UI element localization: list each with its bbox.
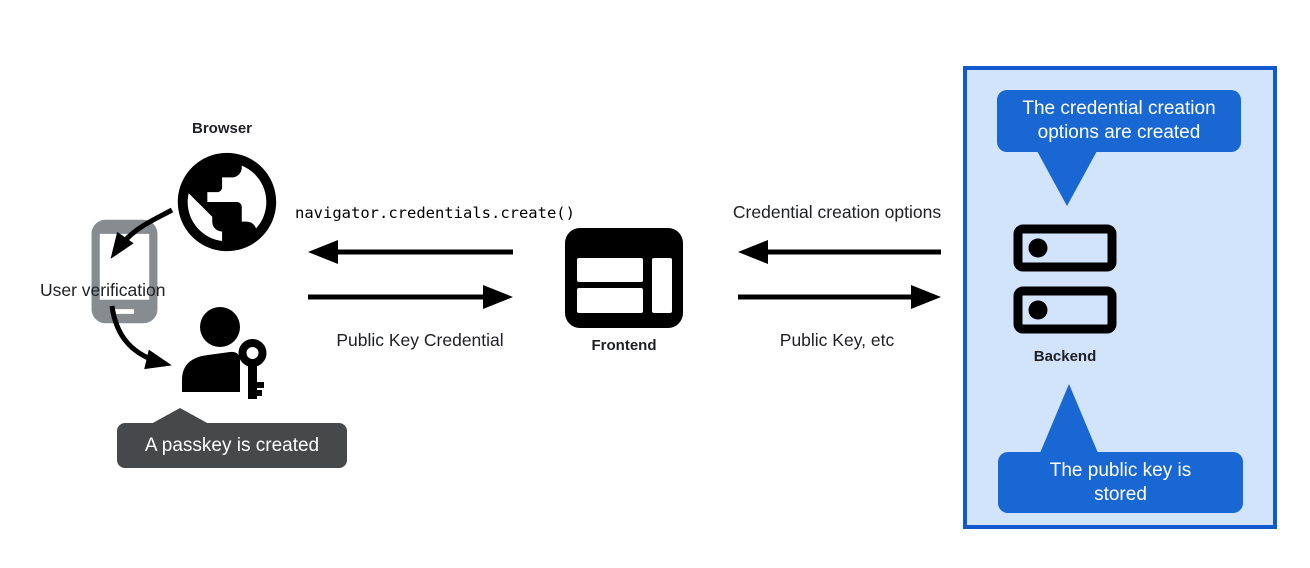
public-key-etc-label: Public Key, etc <box>779 330 895 350</box>
callout-pointer-down <box>1037 151 1097 206</box>
public-key-stored-callout-text: The public key is stored <box>1049 459 1192 505</box>
browser-window-icon <box>565 228 683 328</box>
arrow-credential-creation-options <box>738 240 941 264</box>
globe-icon <box>177 152 277 252</box>
backend-panel: The credential creation options are crea… <box>963 66 1277 529</box>
credential-creation-options-label: Credential creation options <box>732 202 942 222</box>
browser-label: Browser <box>191 120 253 137</box>
user-verification-label: User verification <box>40 280 166 300</box>
passkey-created-tooltip-text: A passkey is created <box>144 434 320 456</box>
smartphone-icon <box>91 219 158 324</box>
arrow-public-key-etc <box>738 285 941 309</box>
server-icon <box>1013 224 1117 334</box>
tooltip-pointer <box>151 408 209 424</box>
public-key-credential-label: Public Key Credential <box>336 330 504 350</box>
arrow-create-call <box>308 240 513 264</box>
navigator-create-call-label: navigator.credentials.create() <box>295 204 575 222</box>
credential-options-callout-text: The credential creation options are crea… <box>1022 98 1216 143</box>
frontend-label: Frontend <box>591 337 657 354</box>
backend-label: Backend <box>1033 348 1097 365</box>
credential-options-callout: The credential creation options are crea… <box>997 90 1241 206</box>
arrow-public-key-credential <box>308 285 513 309</box>
person-key-icon <box>182 307 267 399</box>
passkey-created-tooltip: A passkey is created <box>117 408 347 468</box>
callout-pointer-up <box>1040 384 1098 453</box>
public-key-stored-callout: The public key is stored <box>998 384 1243 513</box>
